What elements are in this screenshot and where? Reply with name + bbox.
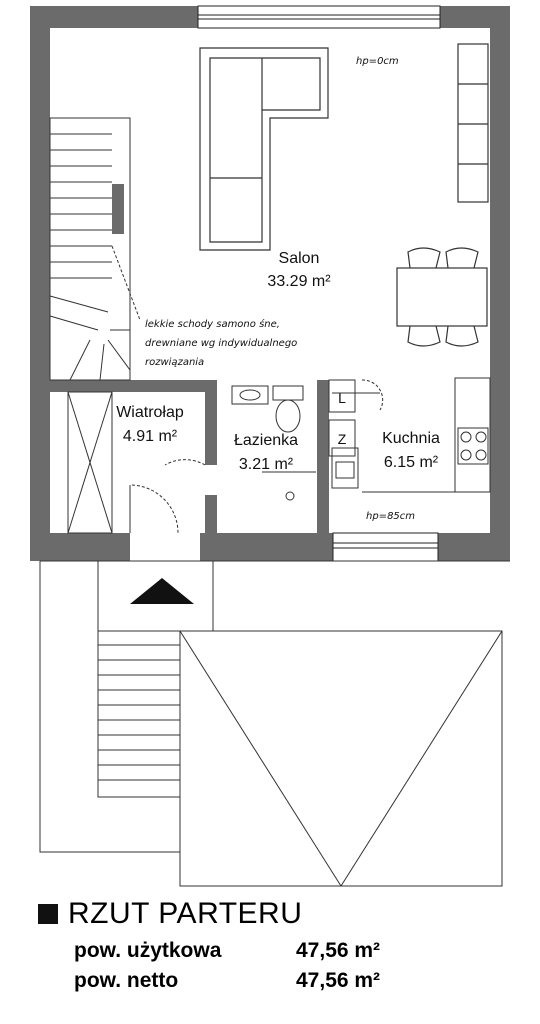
kitchen-window bbox=[332, 532, 439, 562]
doors bbox=[129, 379, 384, 534]
entrance-arrow-icon bbox=[130, 578, 194, 604]
cabinet-l bbox=[328, 379, 356, 413]
sofa bbox=[199, 47, 329, 251]
stat-row: pow. użytkowa 47,56 m² bbox=[38, 936, 518, 966]
stat-label: pow. użytkowa bbox=[74, 939, 222, 962]
vestibule-wardrobe bbox=[67, 391, 113, 534]
shelf-unit bbox=[457, 43, 489, 203]
sill-height-kitchen: hp=85cm bbox=[366, 511, 415, 522]
room-area-lazienka: 3.21 m² bbox=[239, 456, 294, 473]
bathroom-fixtures bbox=[231, 385, 316, 501]
stat-row: pow. netto 47,56 m² bbox=[38, 966, 518, 996]
stairs-note-line-1: lekkie schody samono śne, bbox=[145, 318, 280, 330]
plan-title: RZUT PARTERU bbox=[68, 897, 303, 930]
room-name-salon: Salon bbox=[279, 250, 320, 267]
marker-z: Z bbox=[338, 431, 347, 447]
top-window bbox=[197, 5, 441, 29]
walls bbox=[30, 6, 510, 561]
internal-stairs bbox=[49, 117, 141, 381]
room-area-wiatrolap: 4.91 m² bbox=[123, 428, 178, 445]
room-name-kuchnia: Kuchnia bbox=[382, 430, 440, 447]
stat-value: 47,56 m² bbox=[296, 969, 381, 992]
room-area-kuchnia: 6.15 m² bbox=[384, 454, 439, 471]
dining-table bbox=[396, 247, 488, 347]
exterior-area bbox=[39, 560, 510, 887]
stairs-note-line-2: drewniane wg indywidualnego bbox=[145, 338, 297, 349]
cabinet-z bbox=[328, 419, 356, 457]
stat-value: 47,56 m² bbox=[296, 939, 381, 962]
stairs-note-line-3: rozwiązania bbox=[145, 357, 204, 368]
kitchen-units bbox=[331, 377, 491, 493]
floor-plan: Salon 33.29 m² Wiatrołap 4.91 m² Łazienk… bbox=[30, 5, 510, 887]
plan-legend: RZUT PARTERU pow. użytkowa 47,56 m² pow.… bbox=[38, 892, 518, 996]
marker-l: L bbox=[338, 390, 346, 406]
room-name-wiatrolap: Wiatrołap bbox=[116, 404, 184, 421]
sill-height-top: hp=0cm bbox=[356, 56, 399, 67]
room-name-lazienka: Łazienka bbox=[234, 432, 298, 449]
legend-square-icon bbox=[38, 904, 58, 924]
room-area-salon: 33.29 m² bbox=[267, 273, 331, 290]
stat-label: pow. netto bbox=[74, 969, 179, 992]
legend-title-row: RZUT PARTERU bbox=[38, 892, 518, 936]
